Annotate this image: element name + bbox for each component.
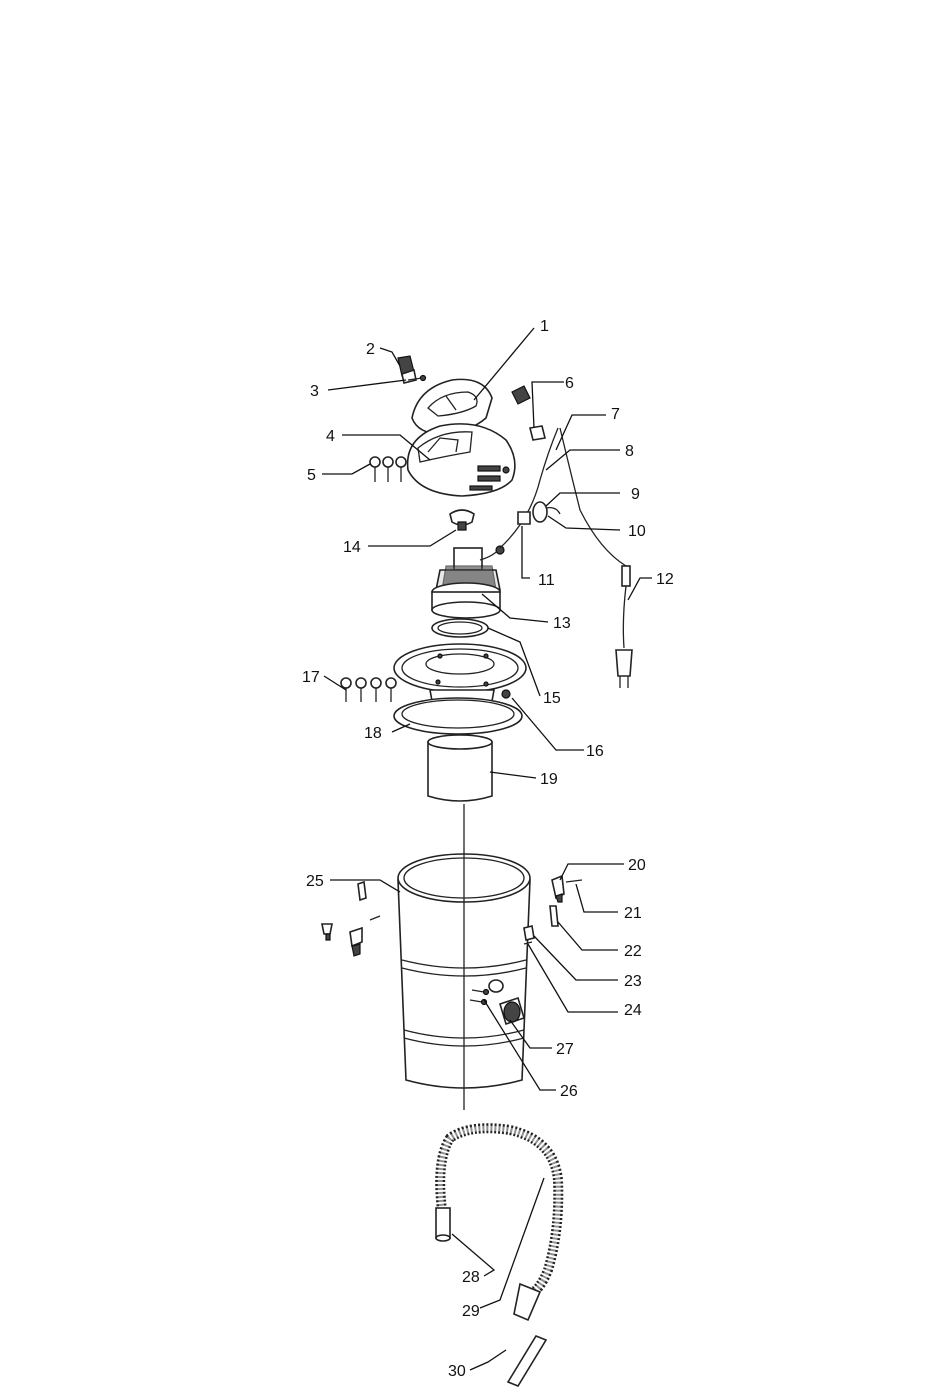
part-20-latch xyxy=(552,876,564,902)
callout-29: 29 xyxy=(462,1303,480,1320)
part-14-cap xyxy=(450,510,474,530)
callout-21: 21 xyxy=(624,905,642,922)
callout-8: 8 xyxy=(625,443,634,460)
callout-3: 3 xyxy=(310,383,319,400)
part-21-pin xyxy=(566,880,582,882)
part-7-8-power-cord xyxy=(500,428,626,566)
callout-19: 19 xyxy=(540,771,558,788)
callout-6: 6 xyxy=(565,375,574,392)
callout-18: 18 xyxy=(364,725,382,742)
callout-15: 15 xyxy=(543,690,561,707)
part-22-hook xyxy=(550,906,558,926)
callout-11: 11 xyxy=(538,572,555,589)
callout-1: 1 xyxy=(540,318,549,335)
callout-30: 30 xyxy=(448,1363,466,1380)
part-25-drum xyxy=(398,804,530,1110)
callout-2: 2 xyxy=(366,341,375,358)
part-18-seal xyxy=(394,698,522,734)
callout-5: 5 xyxy=(307,467,316,484)
callout-7: 7 xyxy=(611,406,620,423)
part-13-motor xyxy=(432,546,504,618)
part-28-hose-cuff xyxy=(436,1235,450,1241)
callout-14: 14 xyxy=(343,539,361,556)
part-29-hose xyxy=(436,1128,558,1320)
part-11-clamp xyxy=(518,512,530,524)
callout-23: 23 xyxy=(624,973,642,990)
callout-27: 27 xyxy=(556,1041,574,1058)
callout-17: 17 xyxy=(302,669,320,686)
callout-24: 24 xyxy=(624,1002,642,1019)
callout-20: 20 xyxy=(628,857,646,874)
callout-26: 26 xyxy=(560,1083,578,1100)
part-23-latch-base xyxy=(524,926,534,940)
latch-parts-left xyxy=(322,882,380,956)
callout-22: 22 xyxy=(624,943,642,960)
part-15-ring-gasket xyxy=(432,619,488,637)
callout-12: 12 xyxy=(656,571,674,588)
callout-25: 25 xyxy=(306,873,324,890)
part-4-motor-head xyxy=(408,424,515,496)
callout-10: 10 xyxy=(628,523,646,540)
callout-28: 28 xyxy=(462,1269,480,1286)
part-19-filter xyxy=(428,735,492,801)
part-30-tube xyxy=(508,1336,546,1386)
part-12-plug xyxy=(616,566,632,688)
part-17-screws xyxy=(341,678,396,702)
callout-9: 9 xyxy=(631,486,640,503)
part-6-switch xyxy=(512,386,545,440)
callout-16: 16 xyxy=(586,743,604,760)
callout-4: 4 xyxy=(326,428,335,445)
part-5-screws xyxy=(370,457,406,482)
callout-13: 13 xyxy=(553,615,571,632)
